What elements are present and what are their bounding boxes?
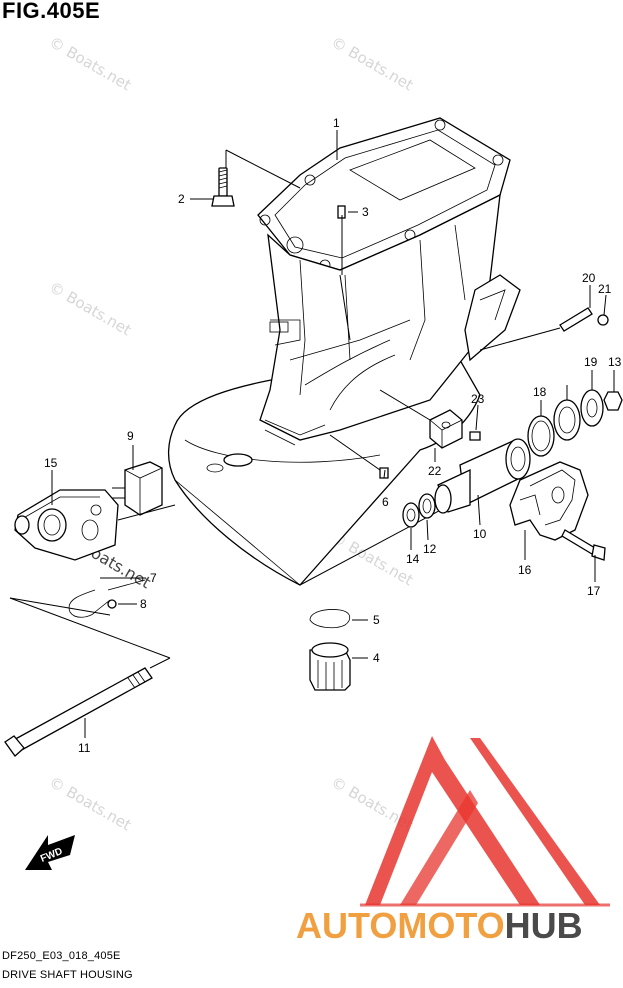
fwd-arrow: FWD bbox=[25, 835, 75, 870]
logo-wordmark: AUTOMOTOHUB bbox=[296, 905, 583, 946]
callout-19: 19 bbox=[584, 355, 598, 369]
watermark-text: © Boats.net bbox=[328, 33, 416, 94]
callout-14: 14 bbox=[406, 552, 420, 566]
callout-11: 11 bbox=[78, 741, 91, 755]
rings-13-18-19 bbox=[527, 370, 623, 457]
callout-12: 12 bbox=[423, 542, 437, 556]
logo-text-part1: AUTOMOTO bbox=[296, 905, 505, 946]
bolt-2 bbox=[211, 167, 235, 207]
figure-code: DF250_E03_018_405E bbox=[2, 950, 121, 962]
callout-23: 23 bbox=[471, 392, 485, 406]
watermark-text: © Boats.net bbox=[46, 33, 134, 94]
clamp-16 bbox=[509, 461, 606, 582]
callout-18: 18 bbox=[533, 385, 547, 399]
nut-4-clip-5 bbox=[309, 609, 368, 691]
drive-shaft-housing bbox=[257, 117, 521, 441]
bracket-15 bbox=[14, 470, 176, 561]
callout-17: 17 bbox=[587, 584, 601, 598]
clip-7-8 bbox=[68, 577, 146, 618]
callout-4: 4 bbox=[373, 651, 380, 665]
callout-10: 10 bbox=[473, 527, 487, 541]
callout-1: 1 bbox=[333, 116, 340, 130]
bushing-10 bbox=[434, 438, 531, 526]
callout-2: 2 bbox=[178, 192, 185, 206]
callout-5: 5 bbox=[373, 613, 380, 627]
housing-base-plate bbox=[167, 359, 481, 586]
callout-22: 22 bbox=[428, 464, 442, 478]
part-22-23 bbox=[379, 389, 481, 462]
callout-7: 7 bbox=[150, 571, 157, 585]
part-20-21 bbox=[479, 285, 609, 351]
callout-20: 20 bbox=[582, 271, 596, 285]
callout-labels: 1 2 3 4 5 6 7 8 9 10 11 12 13 14 15 16 1… bbox=[44, 116, 622, 755]
callout-3: 3 bbox=[362, 205, 369, 219]
callout-15: 15 bbox=[44, 456, 58, 470]
logo-mark bbox=[360, 736, 610, 907]
callout-6: 6 bbox=[382, 495, 389, 509]
callout-21: 21 bbox=[598, 282, 612, 296]
sensor-9 bbox=[112, 445, 163, 516]
watermark-text: © Boats.net bbox=[46, 278, 134, 339]
watermark-text: © Boats.net bbox=[46, 773, 134, 834]
callout-8: 8 bbox=[140, 597, 147, 611]
figure-title: FIG.405E bbox=[2, 0, 101, 23]
callout-13: 13 bbox=[608, 355, 622, 369]
callout-9: 9 bbox=[127, 429, 134, 443]
logo-text-part2: HUB bbox=[505, 905, 583, 946]
callout-16: 16 bbox=[518, 563, 532, 577]
bolt-6 bbox=[329, 434, 389, 479]
svg-text:AUTOMOTOHUB: AUTOMOTOHUB bbox=[296, 905, 583, 946]
stud-11 bbox=[4, 667, 153, 757]
washers-12-14 bbox=[402, 493, 436, 550]
figure-name: DRIVE SHAFT HOUSING bbox=[2, 969, 133, 981]
